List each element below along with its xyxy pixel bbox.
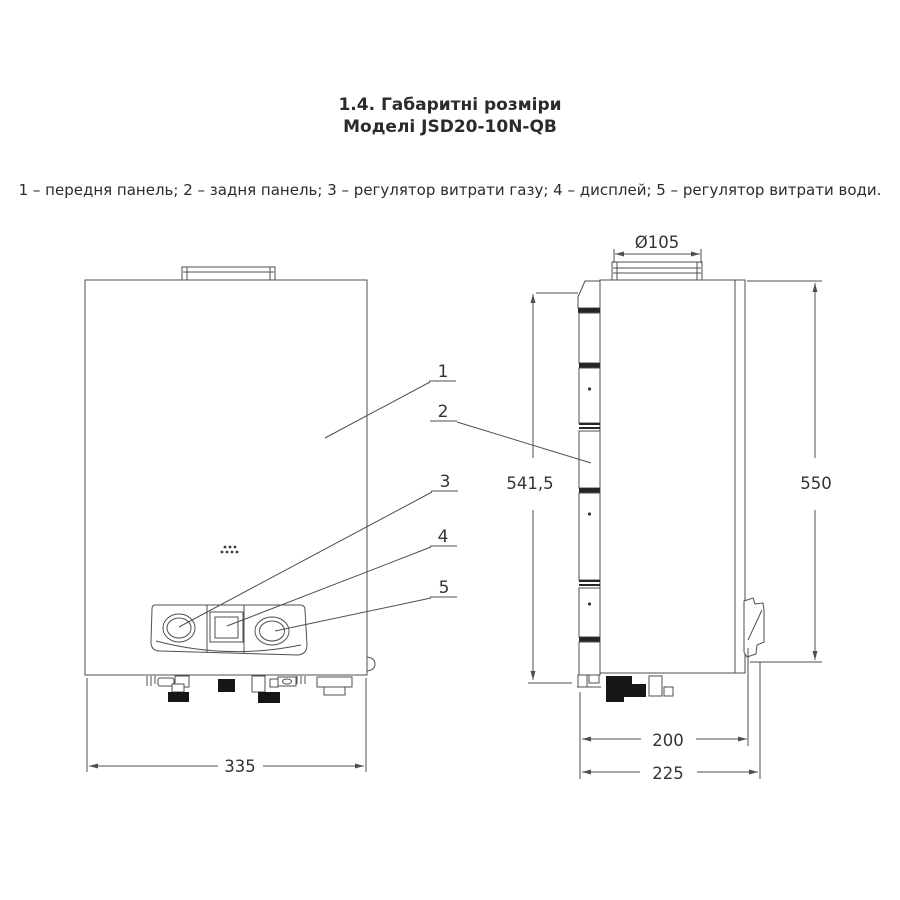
title-line2: Моделі JSD20-10N-QB [343,117,557,137]
dimension-back-height: 541,5 [506,292,578,684]
title-line1: 1.4. Габаритні розміри [338,95,562,115]
front-panel-vent-dots [220,545,239,554]
callout-3-gas-regulator: 3 [440,472,451,492]
dim-335: 335 [224,757,256,776]
callouts: 1 2 3 4 5 [178,362,592,632]
gas-regulator-knob [162,613,196,643]
front-flue-collar [181,266,276,281]
dimension-total-height: 550 [747,280,832,663]
dim-225: 225 [652,764,684,783]
side-view: Ø105 541,5 550 [506,233,831,783]
control-panel [150,604,308,656]
side-body [599,279,746,674]
dimension-depth-total: 225 [582,662,761,783]
side-bottom-fittings [577,674,674,702]
front-view: 335 [84,266,376,776]
dim-550: 550 [800,474,832,493]
dimension-flue-diameter: Ø105 [613,233,702,263]
side-flue-collar [611,261,703,281]
dim-200: 200 [652,731,684,750]
callout-2-back-panel: 2 [438,402,449,422]
callout-4-display: 4 [438,527,449,547]
dimension-front-width: 335 [86,678,367,776]
dim-flue: Ø105 [635,233,679,252]
wall-bracket [743,597,765,658]
dim-5415: 541,5 [506,474,553,493]
page-title: 1.4. Габаритні розміри Моделі JSD20-10N-… [0,94,900,138]
callout-1-front-panel: 1 [438,362,449,382]
back-panel-strip [577,280,601,676]
display [209,611,244,643]
front-side-latch [366,656,376,672]
callout-5-water-regulator: 5 [439,578,450,598]
dimension-depth-inner: 200 [579,648,749,779]
legend-text: 1 – передня панель; 2 – задня панель; 3 … [18,181,882,199]
front-bottom-fittings [146,675,353,703]
water-regulator-knob [254,616,290,646]
